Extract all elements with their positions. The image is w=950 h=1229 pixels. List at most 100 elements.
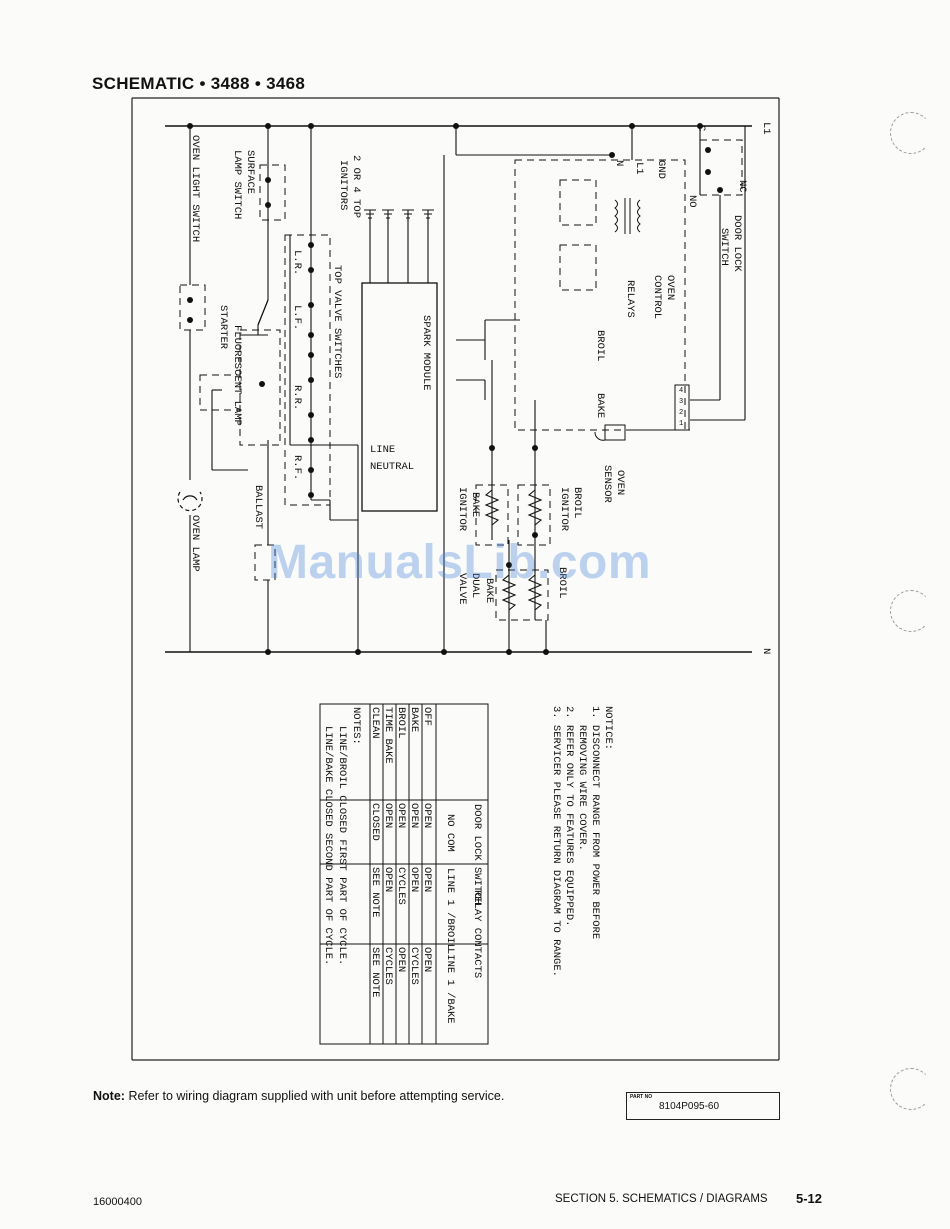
notice-line: 1. DISCONNECT RANGE FROM POWER BEFORE bbox=[589, 706, 601, 939]
notice-line: 3. SERVICER PLEASE RETURN DIAGRAM TO RAN… bbox=[550, 706, 562, 977]
watermark: ManualsLib.com bbox=[268, 536, 652, 589]
label-door-lock-1: DOOR LOCK bbox=[731, 215, 743, 272]
part-number-label: PART NO bbox=[630, 1094, 653, 1100]
label-n: N bbox=[613, 160, 625, 166]
label-relays-2: CONTROL bbox=[651, 275, 663, 319]
table-cell: CYCLES bbox=[382, 947, 394, 985]
service-note-label: Note: bbox=[93, 1089, 125, 1103]
label-fluorescent-lamp: FLUORESCENT LAMP bbox=[231, 325, 243, 426]
label-lf: L.F. bbox=[291, 305, 303, 330]
label-gnd: GND bbox=[655, 160, 667, 179]
table-note: LINE/BAKE CLOSED SECOND PART OF CYCLE. bbox=[322, 707, 334, 965]
label-top-ignitors-1: 2 OR 4 TOP bbox=[350, 155, 362, 218]
label-neutral: NEUTRAL bbox=[370, 461, 414, 473]
resistor-symbols bbox=[484, 489, 543, 611]
label-oven-light-switch: OVEN LIGHT SWITCH bbox=[189, 135, 201, 242]
label-ballast: BALLAST bbox=[252, 485, 264, 529]
label-bake-ignitor-1: BAKE bbox=[469, 492, 481, 517]
table-cell: OPEN bbox=[421, 867, 433, 892]
table-cell: OPEN bbox=[408, 867, 420, 892]
part-number-box: PART NO 8104P095-60 bbox=[626, 1092, 780, 1120]
terminal-block bbox=[674, 384, 690, 431]
table-cell: OPEN bbox=[395, 803, 407, 828]
notice-line: 2. REFER ONLY TO FEATURES EQUIPPED. bbox=[563, 706, 575, 927]
table-cell: BAKE bbox=[408, 707, 420, 732]
spark-module-box bbox=[361, 282, 438, 512]
sensor-plug bbox=[594, 424, 626, 441]
page-title: SCHEMATIC • 3488 • 3468 bbox=[92, 74, 306, 93]
label-relays-1: OVEN bbox=[664, 275, 676, 300]
table-col-header: LINE 1 /BROIL bbox=[444, 868, 456, 950]
table-cell: SEE NOTE bbox=[369, 867, 381, 917]
label-bake-ignitor-2: IGNITOR bbox=[456, 487, 468, 532]
table-cell: SEE NOTE bbox=[369, 947, 381, 997]
label-dv-broil: BROIL bbox=[556, 567, 568, 599]
table-cell: OFF bbox=[421, 707, 433, 726]
terminal-pin: 4 bbox=[679, 387, 683, 395]
part-number: 8104P095-60 bbox=[659, 1101, 720, 1112]
terminal-pin: 3 bbox=[679, 398, 683, 406]
diagram-frame bbox=[131, 97, 780, 1061]
label-oven-sensor-2: SENSOR bbox=[601, 465, 613, 504]
label-c: C bbox=[695, 125, 707, 131]
label-rf: R.F. bbox=[291, 455, 303, 480]
terminal-pin: 1 bbox=[679, 420, 683, 428]
binder-hole-mark bbox=[890, 1068, 932, 1110]
label-dual-valve-1: DUAL bbox=[469, 573, 481, 598]
label-surface-lamp-1: SURFACE bbox=[244, 150, 256, 194]
rail-l1-label: L1 bbox=[760, 122, 772, 135]
binder-hole-mark bbox=[890, 112, 932, 154]
label-spark-module: SPARK MODULE bbox=[420, 315, 432, 391]
table-cell: TIME BAKE bbox=[382, 707, 394, 764]
label-l1: L1 bbox=[633, 162, 645, 175]
table-cell: OPEN bbox=[382, 867, 394, 892]
label-broil-ignitor-1: BROIL bbox=[571, 487, 583, 519]
section-title: SECTION 5. SCHEMATICS / DIAGRAMS bbox=[555, 1193, 768, 1205]
valve-switch-contacts bbox=[187, 147, 723, 498]
label-no: NO bbox=[686, 195, 698, 208]
wiring bbox=[189, 126, 746, 652]
terminal-pin: 2 bbox=[679, 409, 683, 417]
notice-block: NOTICE: 1. DISCONNECT RANGE FROM POWER B… bbox=[550, 706, 614, 977]
table-cell: OPEN bbox=[421, 947, 433, 972]
table-cell: CLEAN bbox=[369, 707, 381, 739]
label-dual-valve-2: VALVE bbox=[456, 573, 468, 605]
table-cell: OPEN bbox=[382, 803, 394, 828]
notice-heading: NOTICE: bbox=[602, 706, 614, 750]
label-door-lock-2: SWITCH bbox=[718, 228, 730, 266]
table-cell: CYCLES bbox=[395, 867, 407, 905]
transformer-symbol bbox=[614, 198, 641, 234]
table-note: NOTES: bbox=[350, 707, 362, 745]
table-cell: OPEN bbox=[408, 803, 420, 828]
table-col-header: NO COM bbox=[444, 814, 456, 852]
label-lr: L.R. bbox=[291, 250, 303, 275]
table-cell: OPEN bbox=[395, 947, 407, 972]
label-rr: R.R. bbox=[291, 385, 303, 410]
label-starter: STARTER bbox=[217, 305, 229, 350]
document-number: 16000400 bbox=[93, 1196, 142, 1208]
service-note-text: Refer to wiring diagram supplied with un… bbox=[128, 1089, 505, 1103]
diagram-labels: OVEN LIGHT SWITCH SURFACE LAMP SWITCH ST… bbox=[189, 125, 748, 605]
dashed-boundaries bbox=[179, 139, 743, 621]
label-broil-relay: BROIL bbox=[594, 330, 606, 362]
service-note: Note: Refer to wiring diagram supplied w… bbox=[93, 1089, 504, 1103]
table-note: LINE/BROIL CLOSED FIRST PART OF CYCLE. bbox=[336, 707, 348, 965]
label-top-ignitors-2: IGNITORS bbox=[337, 160, 349, 210]
table-cell: OPEN bbox=[421, 803, 433, 828]
table-cell: BROIL bbox=[395, 707, 407, 739]
binder-hole-mark bbox=[890, 590, 932, 632]
page-number: 5-12 bbox=[796, 1191, 823, 1206]
table-group-header: RELAY CONTACTS bbox=[471, 890, 483, 978]
label-broil-ignitor-2: IGNITOR bbox=[558, 487, 570, 532]
label-oven-sensor-1: OVEN bbox=[614, 470, 626, 495]
label-top-valve-switches: TOP VALVE SWITCHES bbox=[331, 265, 343, 378]
notice-line: REMOVING WIRE COVER. bbox=[576, 706, 588, 851]
rail-n-label: N bbox=[760, 648, 772, 654]
label-relays-3: RELAYS bbox=[624, 280, 636, 318]
ignitor-symbols bbox=[364, 209, 434, 219]
label-bake-relay: BAKE bbox=[594, 393, 606, 418]
label-surface-lamp-2: LAMP SWITCH bbox=[231, 150, 243, 219]
label-dv-bake: BAKE bbox=[483, 578, 495, 603]
label-oven-lamp: OVEN LAMP bbox=[189, 515, 201, 572]
